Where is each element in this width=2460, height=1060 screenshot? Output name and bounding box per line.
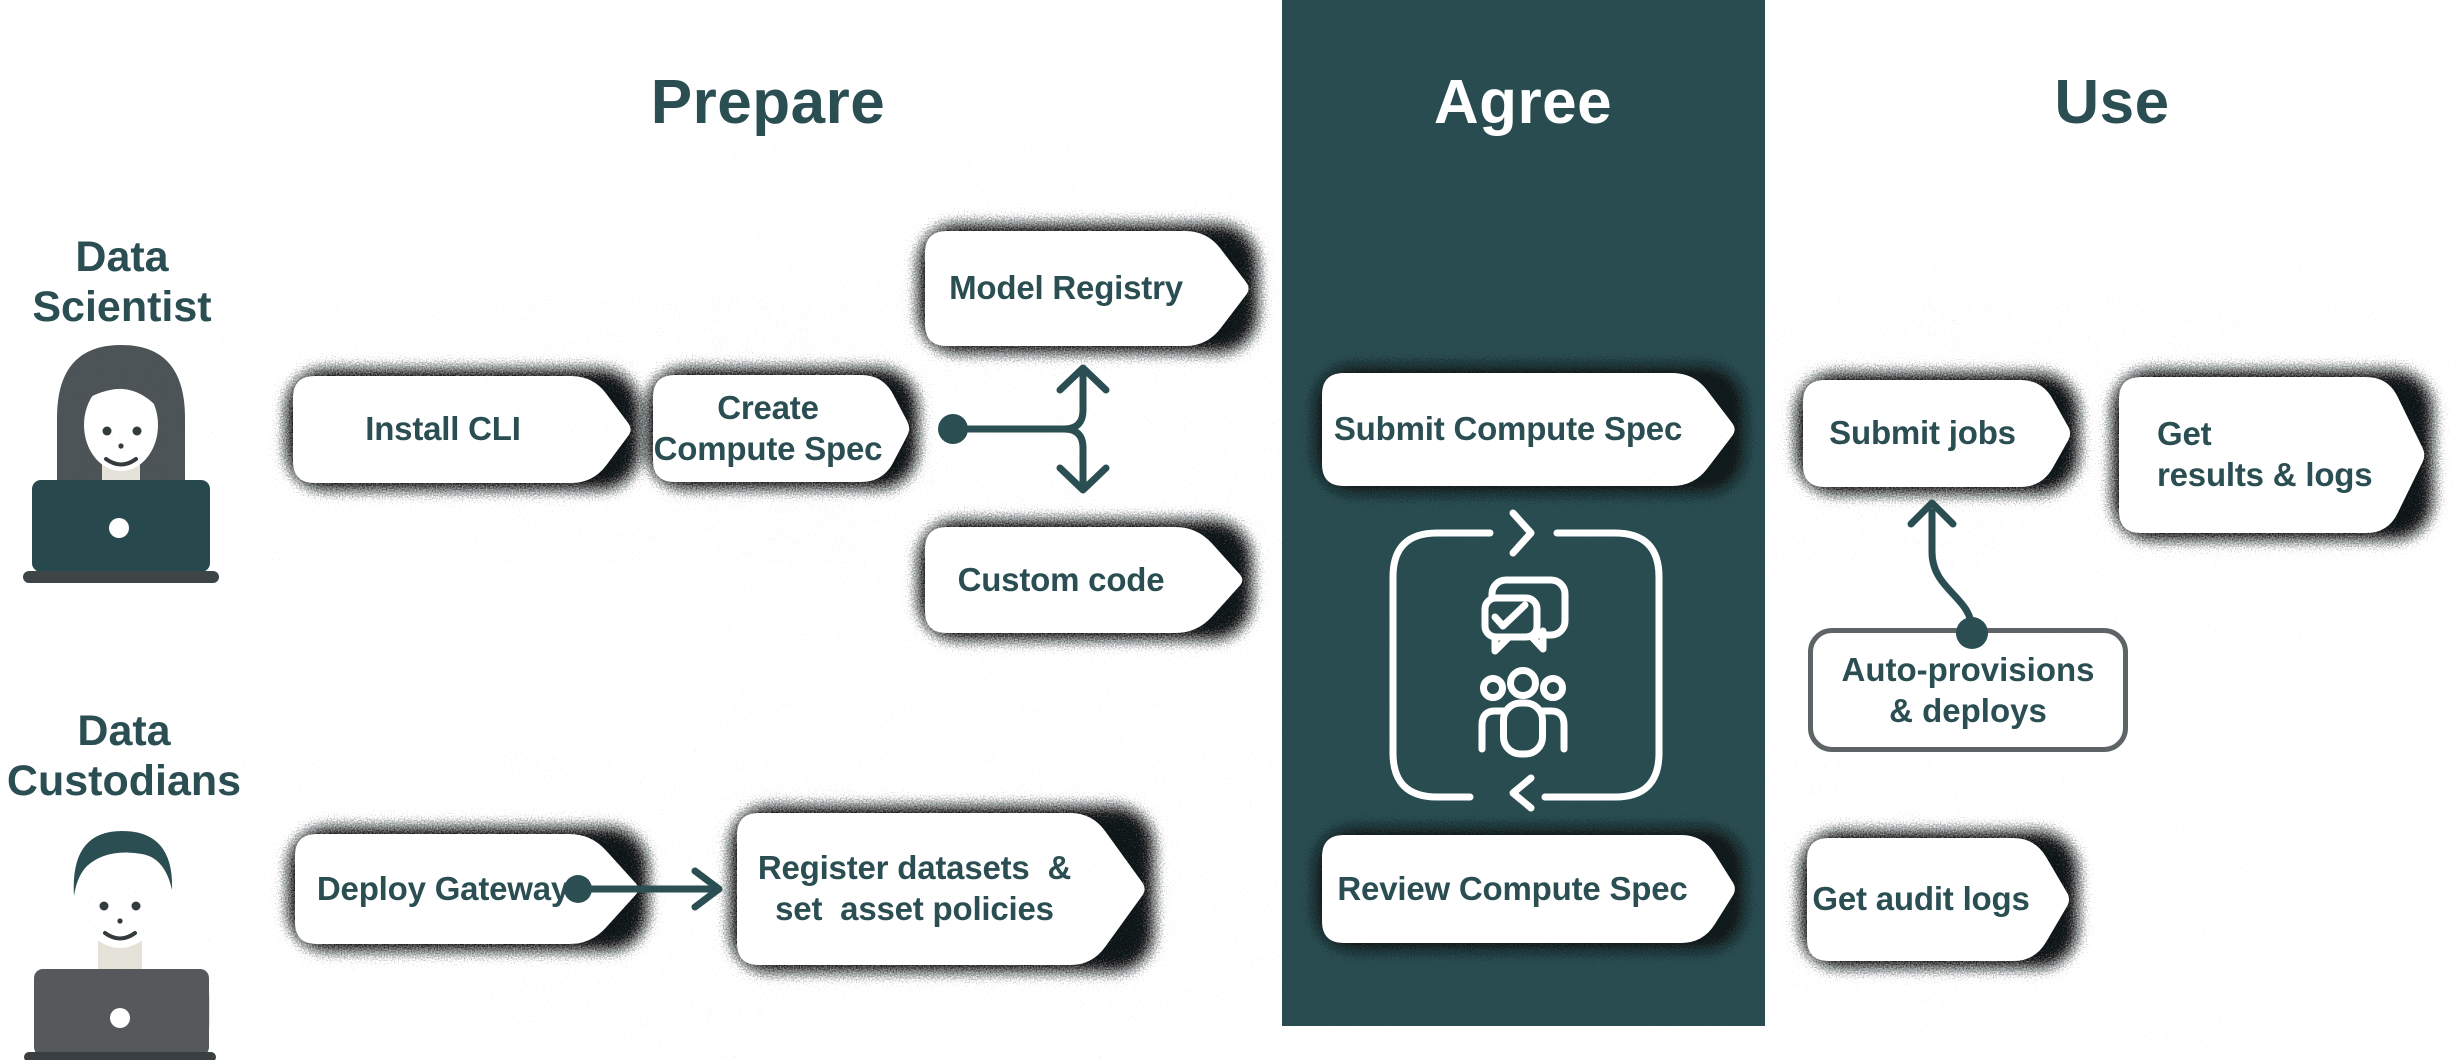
step-label: Deploy Gateway	[316, 869, 570, 907]
step-custom-code: Custom code	[917, 519, 1253, 641]
step-install-cli: Install CLI	[285, 368, 641, 491]
arrow-box-shape	[737, 813, 1145, 965]
step-label: Register datasets & set asset policies	[757, 849, 1072, 927]
arrow-box-shape	[293, 376, 631, 483]
step-get-results-logs: Get results & logs	[2111, 369, 2434, 541]
arrow-box-shape	[1803, 380, 2071, 487]
laptop-logo-dot	[109, 518, 129, 538]
step-create-compute-spec: Create Compute Spec	[645, 367, 919, 490]
phase-heading-agree: Agree	[1433, 68, 1613, 137]
step-get-audit-logs: Get audit logs	[1799, 830, 2079, 969]
actor-label-data-custodians: Data Custodians	[6, 707, 242, 805]
connector-dot	[938, 414, 968, 444]
phase-heading-use: Use	[2054, 68, 2170, 137]
arrowhead-up	[1907, 499, 1957, 528]
phase-heading-prepare: Prepare	[650, 68, 886, 137]
laptop-logo-dot	[110, 1008, 130, 1028]
arrowhead-up	[1056, 364, 1110, 394]
face-shape	[78, 844, 162, 948]
chat-bubbles-check-icon	[1481, 576, 1569, 655]
step-model-registry: Model Registry	[917, 223, 1259, 354]
step-label: Create Compute Spec	[653, 388, 883, 467]
arrowhead-right	[691, 867, 723, 911]
step-register-datasets: Register datasets & set asset policies	[729, 805, 1155, 973]
step-label: Custom code	[957, 560, 1165, 598]
arrow-box-shape	[1322, 373, 1735, 486]
step-label: Submit jobs	[1829, 414, 2016, 452]
agreement-cycle-icon	[1389, 509, 1663, 812]
arrowhead-down	[1056, 464, 1110, 494]
arrow-box-shape	[925, 527, 1243, 633]
arrow-box-shape	[2119, 377, 2425, 533]
step-review-compute-spec: Review Compute Spec	[1314, 827, 1745, 951]
woman-at-laptop-avatar	[23, 345, 219, 583]
cycle-loop	[1389, 509, 1663, 812]
actor-label-data-scientist: Data Scientist	[32, 233, 212, 331]
step-label: Model Registry	[949, 269, 1183, 307]
step-deploy-gateway: Deploy Gateway	[287, 826, 649, 952]
people-group-icon	[1478, 667, 1568, 758]
step-label: Review Compute Spec	[1337, 869, 1688, 907]
step-submit-jobs: Submit jobs	[1795, 372, 2080, 495]
step-label: Submit Compute Spec	[1333, 410, 1683, 448]
cycle-arrow-right	[1509, 509, 1535, 557]
man-at-laptop-avatar	[24, 831, 216, 1060]
arrow-box-shape	[1322, 835, 1735, 943]
arrow-box-shape	[1807, 838, 2069, 961]
arrow-box-shape	[653, 375, 910, 482]
hair-shape	[73, 831, 173, 896]
step-submit-compute-spec: Submit Compute Spec	[1314, 365, 1745, 494]
step-label: Install CLI	[365, 410, 521, 448]
arrow-box-shape	[925, 231, 1249, 346]
cycle-arrow-left	[1509, 774, 1535, 812]
step-label: Get results & logs	[2157, 415, 2373, 493]
step-label: Get audit logs	[1812, 880, 2030, 918]
branch-connector	[938, 364, 1110, 494]
arrow-box-shape	[295, 834, 639, 944]
face-shape	[84, 379, 158, 471]
auto-provisions-note-box: Auto-provisions & deploys	[1808, 628, 2128, 752]
